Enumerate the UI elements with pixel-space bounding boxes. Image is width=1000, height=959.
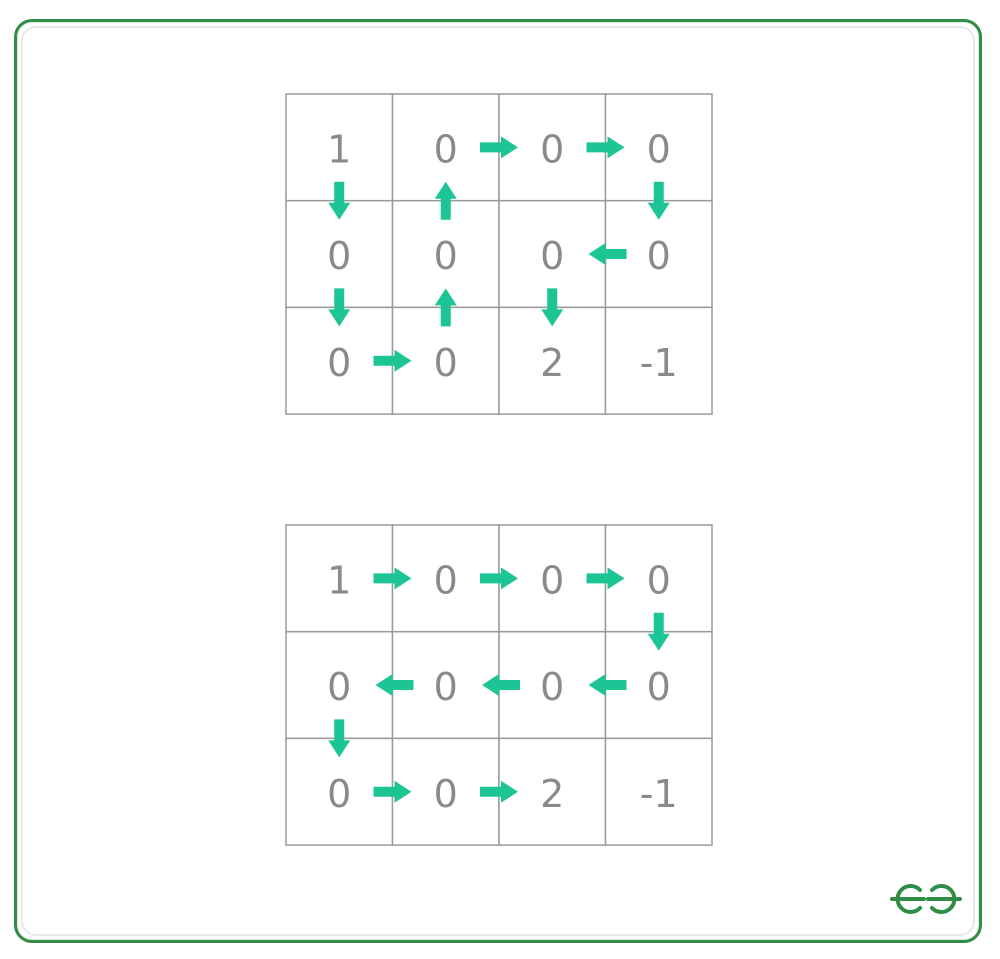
cell-value: 0 [647, 234, 671, 278]
cell-value: 0 [540, 558, 564, 602]
cell-value: 0 [540, 665, 564, 709]
cell-value: 0 [434, 341, 458, 385]
path-grid-2: 1 0 0 0 0 0 0 0 0 0 2 -1 [285, 524, 713, 846]
cell-value: 1 [327, 127, 351, 171]
cell-value: -1 [640, 341, 678, 385]
grid-cell-border [604, 737, 713, 846]
cell-value: 0 [327, 772, 351, 816]
arrow-right-icon [480, 780, 518, 803]
arrow-left-icon [588, 243, 627, 266]
logo-right-g-icon [926, 884, 962, 914]
arrow-right-icon [373, 349, 412, 372]
arrow-left-icon [588, 674, 627, 697]
arrow-up-icon [434, 288, 457, 327]
arrow-down-icon [541, 288, 564, 327]
cell-value: 0 [434, 234, 458, 278]
cell-value: 0 [434, 558, 458, 602]
cell-value: 0 [647, 665, 671, 709]
arrow-up-icon [434, 181, 457, 220]
arrow-right-icon [480, 136, 518, 159]
arrow-right-icon [480, 567, 518, 590]
cell-value: 2 [540, 341, 564, 385]
arrow-down-icon [328, 181, 351, 220]
logo-left-g-icon [890, 884, 926, 914]
cell-value: 0 [647, 127, 671, 171]
arrow-down-icon [328, 288, 351, 327]
path-grid-1: 1 0 0 0 0 0 0 0 0 0 2 -1 [285, 93, 713, 415]
cell-value: -1 [640, 772, 678, 816]
cell-value: 0 [434, 665, 458, 709]
geeksforgeeks-logo [890, 884, 962, 914]
arrow-down-icon [647, 612, 670, 651]
cell-value: 0 [647, 558, 671, 602]
grid-cell [604, 737, 713, 846]
arrow-left-icon [482, 674, 520, 697]
cell-value: 1 [327, 558, 351, 602]
cell-value: 0 [327, 665, 351, 709]
arrow-right-icon [586, 136, 625, 159]
cell-value: 0 [327, 234, 351, 278]
grid-cell [604, 306, 713, 415]
arrow-right-icon [586, 567, 625, 590]
arrow-right-icon [373, 780, 412, 803]
cell-value: 0 [327, 341, 351, 385]
cell-value: 0 [434, 127, 458, 171]
arrow-right-icon [373, 567, 412, 590]
grid-cell-border [604, 306, 713, 415]
cell-value: 2 [540, 772, 564, 816]
cell-value: 0 [540, 234, 564, 278]
arrow-left-icon [375, 674, 414, 697]
arrow-down-icon [647, 181, 670, 220]
arrow-down-icon [328, 719, 351, 758]
cell-value: 0 [434, 772, 458, 816]
cell-value: 0 [540, 127, 564, 171]
